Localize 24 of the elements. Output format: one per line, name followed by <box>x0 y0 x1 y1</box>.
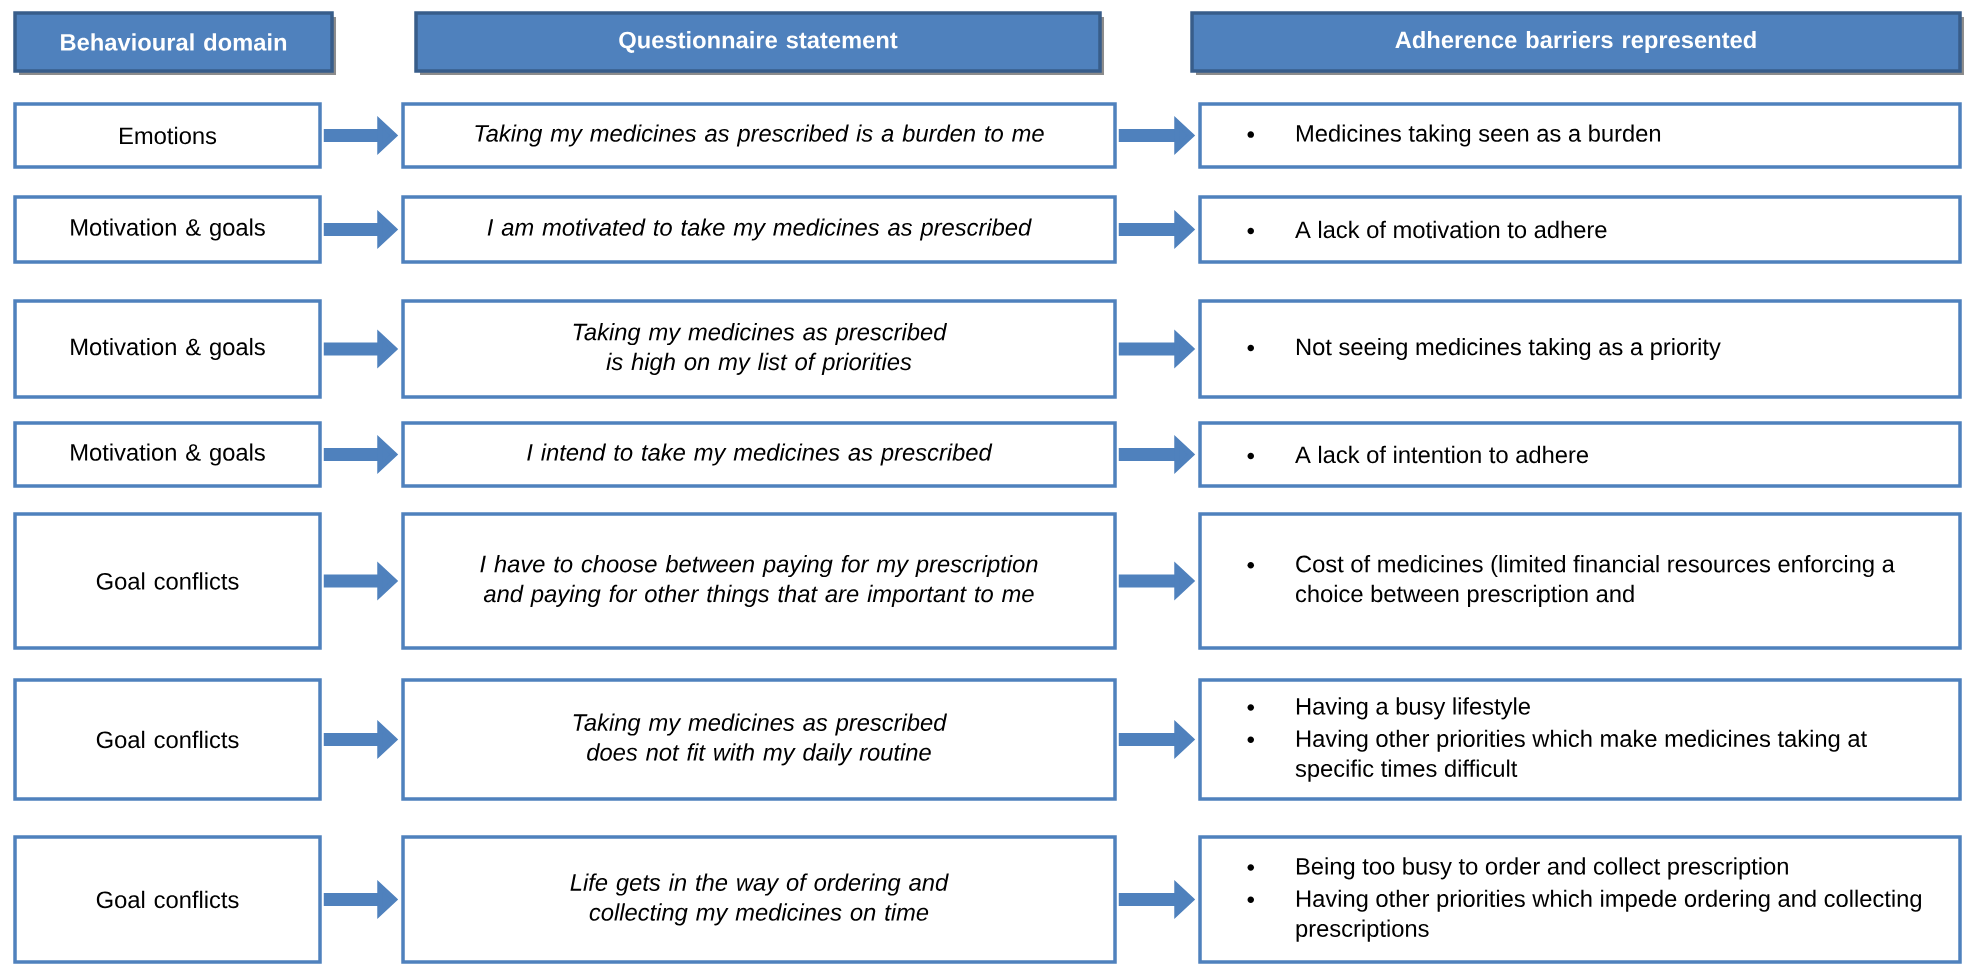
domain-box: Goal conflicts <box>13 678 322 801</box>
statement-box: Life gets in the way of ordering and collecting my medicines on time <box>401 835 1117 964</box>
domain-box: Goal conflicts <box>13 835 322 964</box>
statement-box: I have to choose between paying for my prescription and paying for other things that are important to me <box>401 512 1117 650</box>
barrier-box: Not seeing medicines taking as a priority <box>1198 299 1962 399</box>
barrier-box: A lack of motivation to adhere <box>1198 195 1962 264</box>
statement-box: Taking my medicines as prescribed does not fit with my daily routine <box>401 678 1117 801</box>
barrier-box: Being too busy to order and collect prescription Having other priorities which impede ordering and collecting prescriptions <box>1198 835 1962 964</box>
domain-box: Motivation & goals <box>13 299 322 399</box>
statement-box: Taking my medicines as prescribed is high on my list of priorities <box>401 299 1117 399</box>
barrier-box: A lack of intention to adhere <box>1198 421 1962 488</box>
barrier-box: Cost of medicines (limited financial resources enforcing a choice between prescription and <box>1198 512 1962 650</box>
domain-box: Motivation & goals <box>13 421 322 488</box>
barrier-box: Medicines taking seen as a burden <box>1198 102 1962 169</box>
header-box: Behavioural domain <box>13 11 336 75</box>
domain-box: Emotions <box>13 102 322 169</box>
barrier-box: Having a busy lifestyle Having other priorities which make medicines taking at specific times difficult <box>1198 678 1962 801</box>
domain-box: Goal conflicts <box>13 512 322 650</box>
header-box: Adherence barriers represented <box>1190 11 1964 75</box>
statement-box: I am motivated to take my medicines as prescribed <box>401 195 1117 264</box>
domain-box: Motivation & goals <box>13 195 322 264</box>
statement-box: I intend to take my medicines as prescribed <box>401 421 1117 488</box>
statement-box: Taking my medicines as prescribed is a burden to me <box>401 102 1117 169</box>
header-box: Questionnaire statement <box>414 11 1104 75</box>
